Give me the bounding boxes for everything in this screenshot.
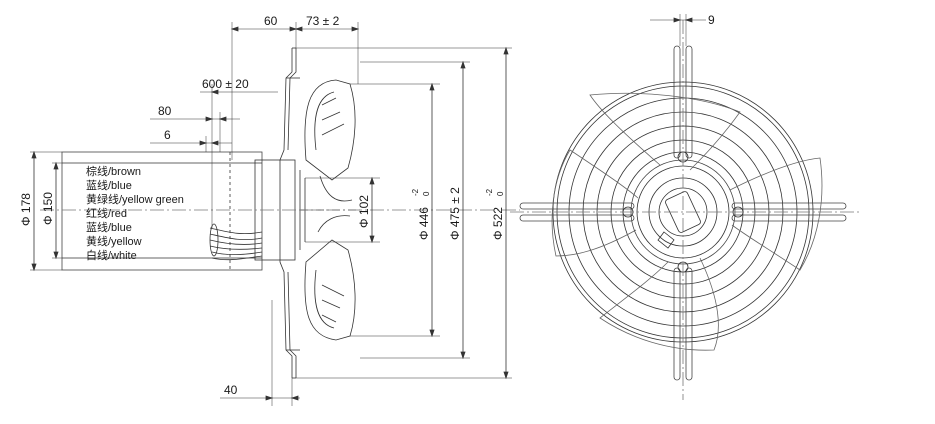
front-view-labels: 9 (708, 13, 715, 27)
cable-gland (657, 231, 675, 249)
dim-73: 73 ± 2 (306, 14, 340, 28)
dim-80: 80 (158, 104, 172, 118)
dim-phi178: Φ 178 (19, 193, 33, 226)
dim-600: 600 ± 20 (202, 77, 249, 91)
dim-60: 60 (264, 14, 278, 28)
side-view (30, 22, 520, 406)
fan-blade-upper (304, 79, 356, 202)
dim-40: 40 (224, 383, 238, 397)
dim-phi446-tol-lower: 0 (422, 191, 431, 196)
cable-bundle (209, 223, 263, 261)
fan-blade-lower (304, 215, 356, 341)
dim-6: 6 (164, 128, 171, 142)
front-view (510, 14, 860, 400)
wire-label: 蓝线/blue (86, 220, 132, 234)
mounting-ring (279, 47, 300, 379)
dim-phi522-tol-lower: 0 (496, 191, 505, 196)
wire-label: 黄线/yellow (86, 234, 142, 248)
motor-housing (61, 151, 263, 271)
dim-phi522: Φ 522 (491, 207, 505, 240)
dim-phi102: Φ 102 (357, 195, 371, 228)
wire-label: 棕线/brown (86, 164, 141, 178)
wire-legend: 棕线/brown 蓝线/blue 黄绿线/yellow green 红线/red… (86, 164, 184, 262)
dim-phi446-tol-upper: -2 (411, 188, 420, 196)
wire-label: 白线/white (86, 248, 137, 262)
dim-phi475: Φ 475 ± 2 (448, 187, 462, 240)
dim-phi150: Φ 150 (41, 192, 55, 225)
dim-9: 9 (708, 13, 715, 27)
front-fan-blades (551, 92, 823, 351)
wire-label: 红线/red (86, 206, 127, 220)
wire-label: 蓝线/blue (86, 178, 132, 192)
dim-phi446: Φ 446 (417, 207, 431, 240)
dim-phi522-tol-upper: -2 (485, 188, 494, 196)
side-view-labels: 60 73 ± 2 600 ± 20 80 6 40 Φ 178 Φ 150 Φ… (19, 14, 505, 397)
wire-label: 黄绿线/yellow green (86, 192, 184, 206)
guard-struts (519, 45, 847, 381)
